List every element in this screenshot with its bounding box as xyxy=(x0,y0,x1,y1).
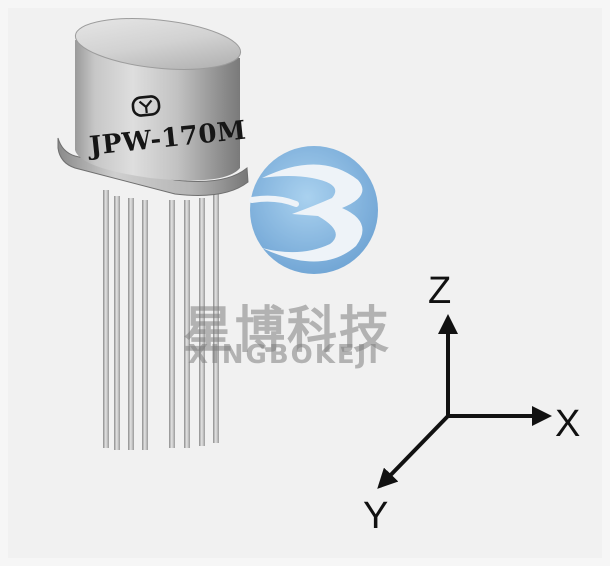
relay-can-top xyxy=(74,18,242,70)
xyz-axes xyxy=(377,314,552,489)
relay-pins xyxy=(103,190,219,450)
z-axis-label: Z xyxy=(428,270,452,312)
watermark-chinese-text: 星博科技 xyxy=(183,301,391,359)
y-axis-arrow xyxy=(377,414,450,489)
y-axis-label: Y xyxy=(363,495,389,537)
pin xyxy=(114,196,120,450)
pin xyxy=(199,198,205,446)
pin xyxy=(128,198,134,450)
pin xyxy=(184,200,190,448)
watermark-latin-text: XINGBOKEJI xyxy=(188,340,380,370)
xingbokeji-b-logo-icon xyxy=(249,146,378,274)
yellow-river-logo-icon xyxy=(131,95,161,117)
pin xyxy=(142,200,148,450)
pin xyxy=(169,200,175,448)
pin xyxy=(103,190,109,448)
x-axis-label: X xyxy=(555,403,581,445)
relay-flange xyxy=(57,137,249,196)
pin xyxy=(213,193,219,443)
